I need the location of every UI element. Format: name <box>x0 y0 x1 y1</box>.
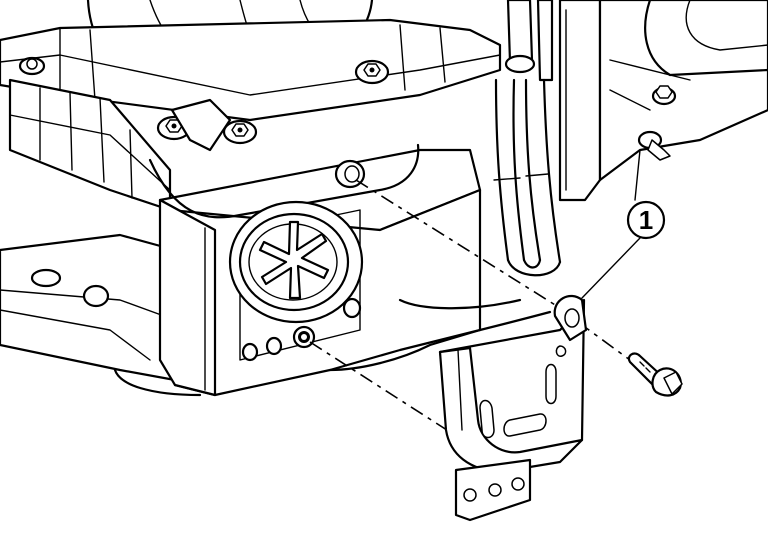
frame-bolt-left <box>18 56 46 76</box>
frame-tab <box>170 98 232 152</box>
bolt-icon <box>627 352 683 397</box>
right-bolt-lower <box>637 130 671 161</box>
grommet-icon <box>292 325 316 349</box>
right-bolt-upper <box>651 85 677 106</box>
housing-hole-left-2 <box>265 336 283 356</box>
left-rail <box>0 233 202 397</box>
bracket-icon <box>438 294 588 522</box>
alignment-line-lower <box>309 341 451 433</box>
housing-hole-left-1 <box>241 342 259 362</box>
callout-leader <box>581 237 641 299</box>
housing-base-curve <box>398 298 522 310</box>
housing-hole-right <box>342 297 362 319</box>
pipes-icon <box>493 0 562 277</box>
frame-bolt-center <box>354 59 390 85</box>
vent-icon <box>228 200 364 324</box>
callout-number: 1 <box>639 205 653 235</box>
alignment-line-upper <box>355 179 561 309</box>
frame-bolt-mid-right <box>222 119 258 145</box>
callout-circle <box>626 200 666 240</box>
housing-base <box>328 310 552 372</box>
upper-frame <box>0 0 502 212</box>
